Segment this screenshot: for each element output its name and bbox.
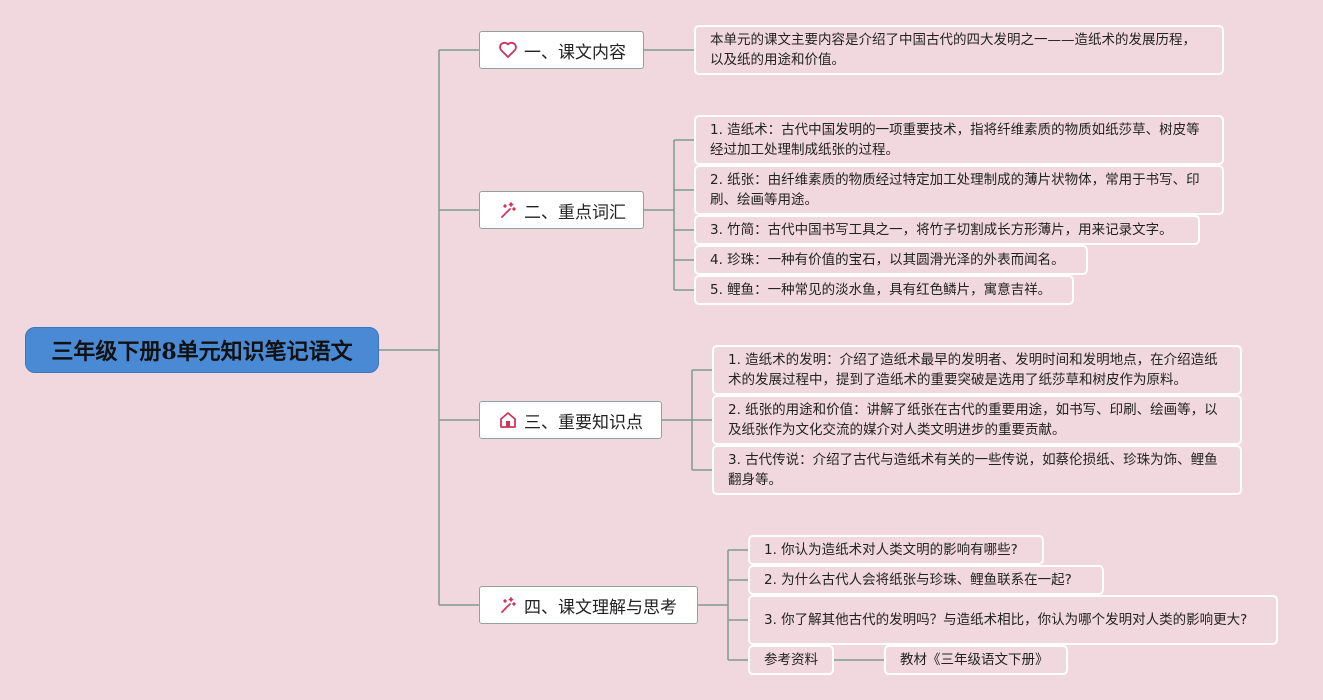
key-point-text: 2. 纸张的用途和价值：讲解了纸张在古代的重要用途，如书写、印刷、绘画等，以及纸… [728,402,1218,438]
home-icon [498,410,518,430]
question-item[interactable]: 1. 你认为造纸术对人类文明的影响有哪些? [748,535,1044,565]
magic-wand-icon [498,200,518,220]
vocab-text: 1. 造纸术：古代中国发明的一项重要技术，指将纤维素质的物质如纸莎草、树皮等经过… [710,122,1200,158]
branch-label: 一、课文内容 [524,42,626,63]
key-point-text: 3. 古代传说：介绍了古代与造纸术有关的一些传说，如蔡伦损纸、珍珠为饰、鲤鱼翻身… [728,452,1218,488]
vocab-text: 5. 鲤鱼：一种常见的淡水鱼，具有红色鳞片，寓意吉祥。 [710,282,1052,298]
vocab-text: 4. 珍珠：一种有价值的宝石，以其圆滑光泽的外表而闻名。 [710,252,1065,268]
reference-text: 教材《三年级语文下册》 [900,652,1049,668]
reference-item[interactable]: 参考资料 [748,645,834,675]
vocab-item[interactable]: 4. 珍珠：一种有价值的宝石，以其圆滑光泽的外表而闻名。 [694,245,1088,275]
root-topic-label: 三年级下册8单元知识笔记语文 [51,339,353,365]
heart-icon [498,40,518,60]
branch-understanding[interactable]: 四、课文理解与思考 [479,586,698,624]
question-text: 3. 你了解其他古代的发明吗？与造纸术相比，你认为哪个发明对人类的影响更大? [764,612,1248,628]
root-topic[interactable]: 三年级下册8单元知识笔记语文 [25,327,379,373]
question-item[interactable]: 2. 为什么古代人会将纸张与珍珠、鲤鱼联系在一起? [748,565,1104,595]
magic-wand-icon [498,595,518,615]
note-text: 本单元的课文主要内容是介绍了中国古代的四大发明之一——造纸术的发展历程，以及纸的… [710,32,1196,68]
branch-content-note[interactable]: 本单元的课文主要内容是介绍了中国古代的四大发明之一——造纸术的发展历程，以及纸的… [694,25,1224,75]
vocab-item[interactable]: 1. 造纸术：古代中国发明的一项重要技术，指将纤维素质的物质如纸莎草、树皮等经过… [694,115,1224,165]
vocab-item[interactable]: 3. 竹简：古代中国书写工具之一，将竹子切割成长方形薄片，用来记录文字。 [694,215,1200,245]
key-point-item[interactable]: 3. 古代传说：介绍了古代与造纸术有关的一些传说，如蔡伦损纸、珍珠为饰、鲤鱼翻身… [712,445,1242,495]
question-item[interactable]: 3. 你了解其他古代的发明吗？与造纸术相比，你认为哪个发明对人类的影响更大? [748,595,1278,645]
question-text: 1. 你认为造纸术对人类文明的影响有哪些? [764,542,1018,558]
branch-key-points[interactable]: 三、重要知识点 [479,401,662,439]
branch-label: 四、课文理解与思考 [524,597,677,618]
vocab-item[interactable]: 5. 鲤鱼：一种常见的淡水鱼，具有红色鳞片，寓意吉祥。 [694,275,1074,305]
key-point-item[interactable]: 1. 造纸术的发明：介绍了造纸术最早的发明者、发明时间和发明地点，在介绍造纸术的… [712,345,1242,395]
branch-content[interactable]: 一、课文内容 [479,31,644,69]
key-point-text: 1. 造纸术的发明：介绍了造纸术最早的发明者、发明时间和发明地点，在介绍造纸术的… [728,352,1218,388]
vocab-text: 2. 纸张：由纤维素质的物质经过特定加工处理制成的薄片状物体，常用于书写、印刷、… [710,172,1200,208]
branch-vocabulary[interactable]: 二、重点词汇 [479,191,644,229]
branch-label: 三、重要知识点 [524,412,643,433]
question-text: 2. 为什么古代人会将纸张与珍珠、鲤鱼联系在一起? [764,572,1072,588]
reference-source[interactable]: 教材《三年级语文下册》 [884,645,1068,675]
vocab-item[interactable]: 2. 纸张：由纤维素质的物质经过特定加工处理制成的薄片状物体，常用于书写、印刷、… [694,165,1224,215]
vocab-text: 3. 竹简：古代中国书写工具之一，将竹子切割成长方形薄片，用来记录文字。 [710,222,1173,238]
key-point-item[interactable]: 2. 纸张的用途和价值：讲解了纸张在古代的重要用途，如书写、印刷、绘画等，以及纸… [712,395,1242,445]
branch-label: 二、重点词汇 [524,202,626,223]
reference-label: 参考资料 [764,652,818,668]
